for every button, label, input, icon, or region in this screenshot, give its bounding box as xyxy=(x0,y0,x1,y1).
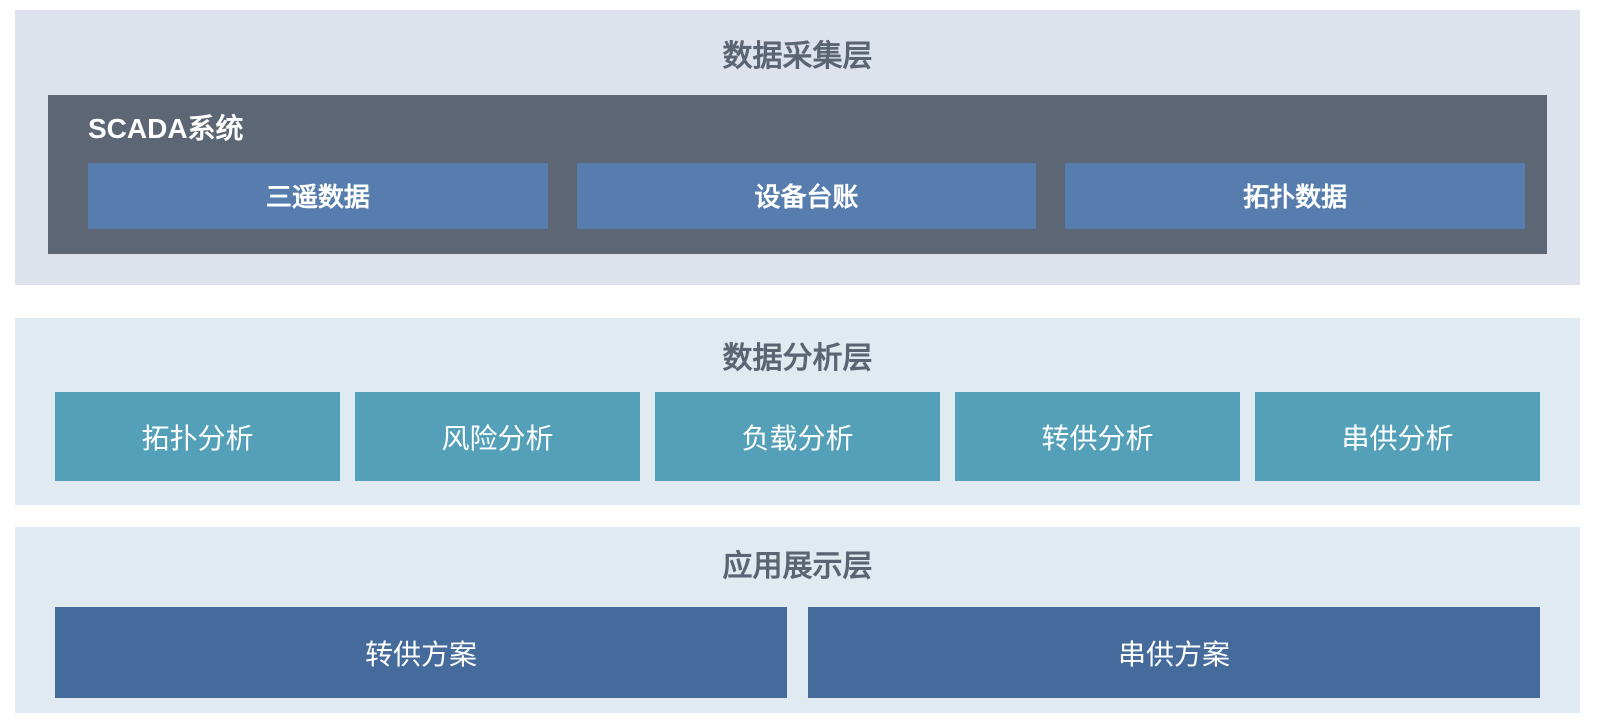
telemetry-data-box: 三遥数据 xyxy=(88,162,548,229)
series-supply-plan-box: 串供方案 xyxy=(808,607,1540,698)
scada-data-row: 三遥数据 设备台账 拓扑数据 xyxy=(88,162,1526,229)
application-box-row: 转供方案 串供方案 xyxy=(55,607,1540,698)
scada-system-panel: SCADA系统 三遥数据 设备台账 拓扑数据 xyxy=(48,95,1547,254)
data-collection-layer-title: 数据采集层 xyxy=(722,40,873,73)
series-supply-analysis-box: 串供分析 xyxy=(1255,392,1540,481)
topology-data-box: 拓扑数据 xyxy=(1065,162,1526,229)
data-analysis-layer-title: 数据分析层 xyxy=(722,342,873,375)
equipment-ledger-box: 设备台账 xyxy=(576,162,1037,229)
transfer-supply-analysis-box: 转供分析 xyxy=(955,392,1240,481)
scada-system-label: SCADA系统 xyxy=(88,113,244,144)
topology-analysis-box: 拓扑分析 xyxy=(55,392,340,481)
analysis-box-row: 拓扑分析 风险分析 负载分析 转供分析 串供分析 xyxy=(55,392,1540,481)
data-analysis-layer: 数据分析层 拓扑分析 风险分析 负载分析 转供分析 串供分析 xyxy=(15,318,1580,505)
application-display-layer: 应用展示层 转供方案 串供方案 xyxy=(15,527,1580,713)
transfer-supply-plan-box: 转供方案 xyxy=(55,607,787,698)
risk-analysis-box: 风险分析 xyxy=(355,392,640,481)
data-collection-layer: 数据采集层 SCADA系统 三遥数据 设备台账 拓扑数据 xyxy=(15,10,1580,285)
application-display-layer-title: 应用展示层 xyxy=(722,550,873,583)
load-analysis-box: 负载分析 xyxy=(655,392,940,481)
